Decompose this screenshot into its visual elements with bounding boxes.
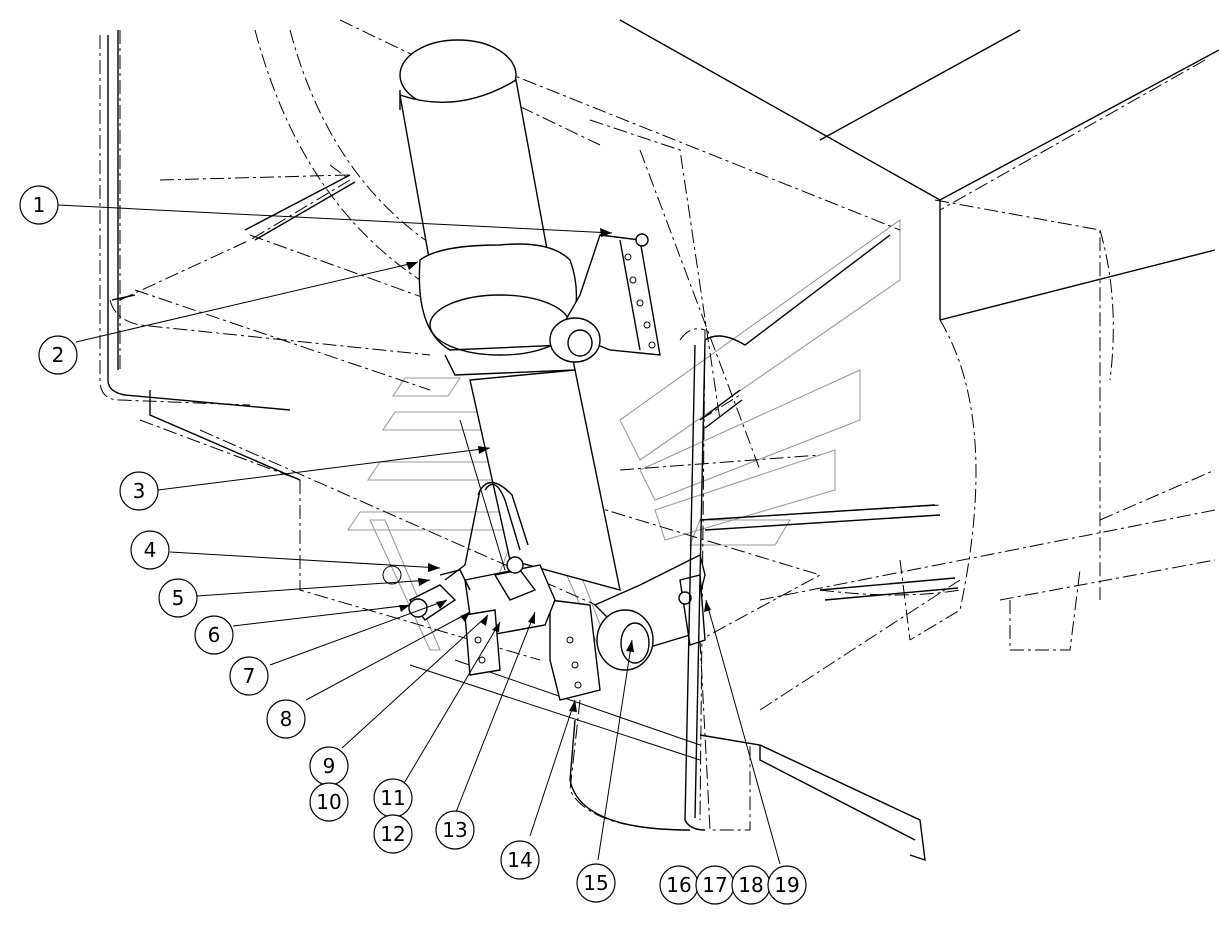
callout-label-18: 18	[738, 873, 763, 897]
air-spring-cylinder	[399, 39, 621, 591]
handrails	[107, 30, 959, 831]
callout-label-1: 1	[33, 193, 46, 217]
callout-12: 12	[373, 814, 413, 854]
callout-19: 19	[767, 865, 807, 905]
callout-label-9: 9	[323, 754, 336, 778]
callout-label-6: 6	[208, 623, 221, 647]
leader-arrowheads	[399, 228, 711, 712]
valve-block	[382, 556, 556, 676]
lower-bracket	[549, 553, 706, 701]
callout-14: 14	[500, 840, 540, 880]
callout-label-16: 16	[666, 873, 691, 897]
upper-bracket	[549, 233, 661, 363]
callout-label-10: 10	[316, 790, 341, 814]
callout-2: 2	[38, 335, 78, 375]
callout-label-15: 15	[583, 871, 608, 895]
callout-label-2: 2	[52, 343, 65, 367]
body-outline	[149, 19, 1219, 862]
callout-17: 17	[695, 865, 735, 905]
callout-9: 9	[309, 746, 349, 786]
callout-13: 13	[435, 810, 475, 850]
callout-label-3: 3	[133, 479, 146, 503]
callout-label-17: 17	[702, 873, 727, 897]
callout-label-5: 5	[172, 586, 185, 610]
callout-4: 4	[130, 530, 170, 570]
callout-label-4: 4	[144, 538, 157, 562]
callout-15: 15	[576, 863, 616, 903]
callout-1: 1	[19, 185, 59, 225]
callout-label-11: 11	[380, 786, 405, 810]
callout-label-13: 13	[442, 818, 467, 842]
callout-8: 8	[266, 699, 306, 739]
callout-11: 11	[373, 778, 413, 818]
callout-label-12: 12	[380, 822, 405, 846]
callout-3: 3	[119, 471, 159, 511]
callout-18: 18	[731, 865, 771, 905]
callout-7: 7	[229, 656, 269, 696]
callout-label-19: 19	[774, 873, 799, 897]
leader-lines	[57, 204, 781, 865]
callout-label-7: 7	[243, 664, 256, 688]
callout-label-14: 14	[507, 848, 532, 872]
body-phantom-lines	[99, 19, 1216, 831]
callout-10: 10	[309, 782, 349, 822]
callout-6: 6	[194, 615, 234, 655]
callout-label-8: 8	[280, 707, 293, 731]
callout-5: 5	[158, 578, 198, 618]
callout-16: 16	[659, 865, 699, 905]
